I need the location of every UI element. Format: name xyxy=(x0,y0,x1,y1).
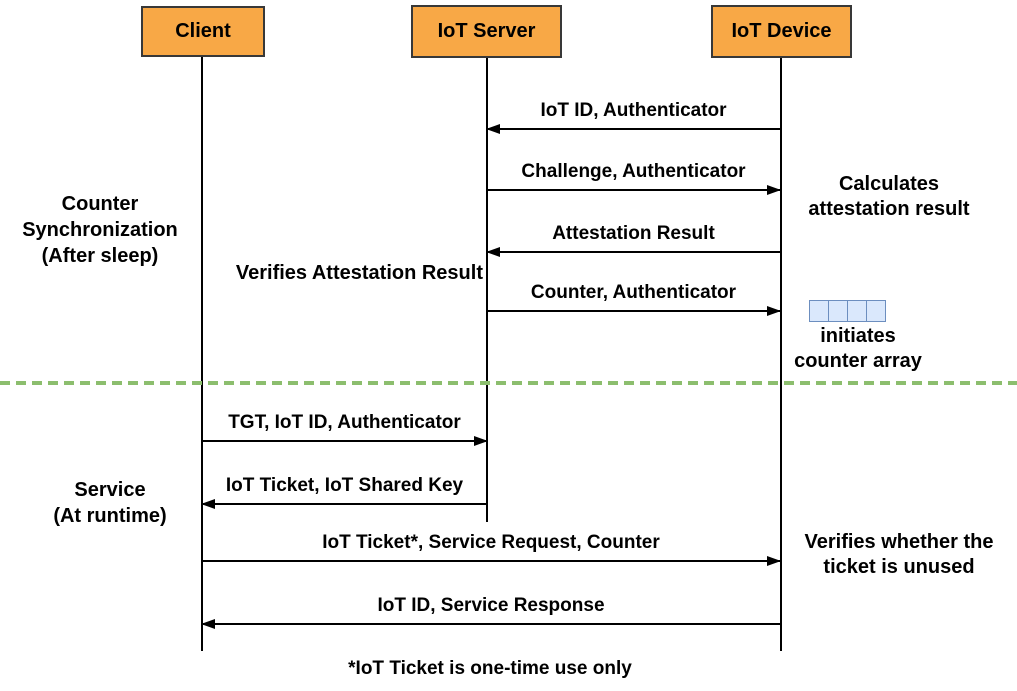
message-label: Challenge, Authenticator xyxy=(521,161,746,182)
annotation-initiates-counter-array: initiates counter array xyxy=(794,325,922,372)
actor-box-iot-device: IoT Device xyxy=(711,5,852,58)
arrow-right-icon xyxy=(202,436,488,446)
message-label: Attestation Result xyxy=(552,223,715,244)
lifeline-client xyxy=(201,57,203,651)
message-label: IoT ID, Authenticator xyxy=(540,100,727,121)
arrow-left-icon xyxy=(201,499,487,509)
message-label: TGT, IoT ID, Authenticator xyxy=(228,412,461,433)
annotation-verifies-attestation: Verifies Attestation Result xyxy=(235,262,483,284)
arrow-right-icon xyxy=(487,306,781,316)
annotation-calculates-attestation: Calculates attestation result xyxy=(808,173,970,220)
message-label: IoT Ticket, IoT Shared Key xyxy=(225,475,464,496)
annotation-verifies-ticket: Verifies whether the ticket is unused xyxy=(804,531,994,578)
actor-label: IoT Device xyxy=(731,20,832,42)
counter-array-cell xyxy=(866,300,886,322)
lifeline-iot-device xyxy=(780,58,782,651)
actor-label: Client xyxy=(175,20,231,42)
phase-label-service: Service (At runtime) xyxy=(30,477,190,529)
actor-label: IoT Server xyxy=(437,20,536,42)
arrow-left-icon xyxy=(486,247,780,257)
phase-label-line: (After sleep) xyxy=(41,245,159,267)
message-label: IoT Ticket*, Service Request, Counter xyxy=(322,532,660,553)
counter-array-cell xyxy=(809,300,829,322)
phase-label-line: Synchronization xyxy=(22,219,178,241)
footnote: *IoT Ticket is one-time use only xyxy=(348,658,632,679)
phase-label-line: (At runtime) xyxy=(53,505,167,527)
arrow-left-icon xyxy=(486,124,780,134)
arrow-right-icon xyxy=(202,556,781,566)
message-label: IoT ID, Service Response xyxy=(377,595,605,616)
counter-array xyxy=(809,300,886,322)
phase-label-counter-sync: Counter Synchronization (After sleep) xyxy=(0,191,200,269)
counter-array-cell xyxy=(828,300,848,322)
actor-box-client: Client xyxy=(141,6,265,57)
phase-label-line: Counter xyxy=(61,193,139,215)
actor-box-iot-server: IoT Server xyxy=(411,5,562,58)
lifeline-iot-server xyxy=(486,58,488,522)
message-label: Counter, Authenticator xyxy=(530,282,737,303)
arrow-left-icon xyxy=(201,619,780,629)
counter-array-cell xyxy=(847,300,867,322)
phase-label-line: Service xyxy=(74,479,146,501)
phase-divider-line xyxy=(0,381,1017,385)
arrow-right-icon xyxy=(487,185,781,195)
